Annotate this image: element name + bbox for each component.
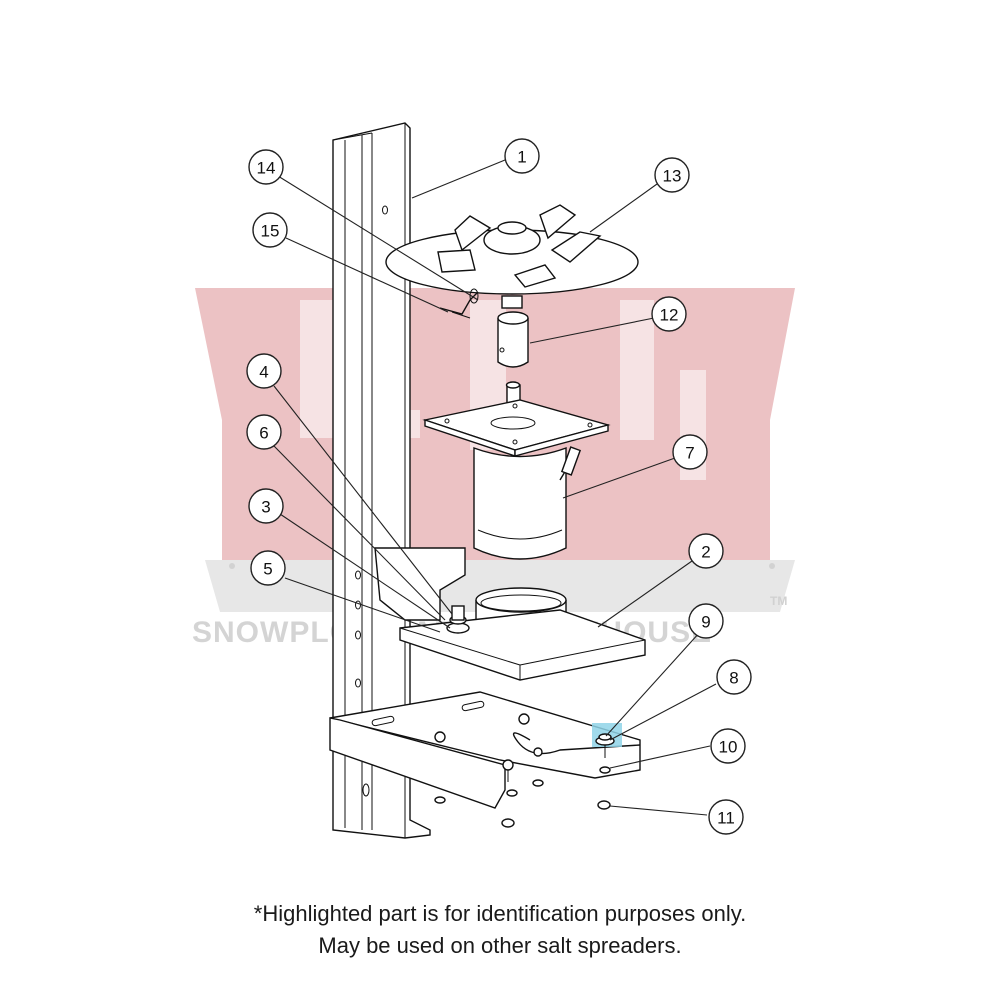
callout-9: 9	[688, 603, 724, 639]
callout-15: 15	[252, 212, 288, 248]
callout-1: 1	[504, 138, 540, 174]
callout-6: 6	[246, 414, 282, 450]
callout-14-label: 14	[257, 159, 276, 178]
loose-nuts	[434, 779, 611, 828]
leader-lines	[273, 159, 717, 816]
caption-line-1: *Highlighted part is for identification …	[253, 901, 747, 926]
callout-10: 10	[710, 728, 746, 764]
callout-4: 4	[246, 353, 282, 389]
callout-8-label: 8	[729, 669, 738, 688]
callout-5-label: 5	[263, 560, 272, 579]
callout-13-label: 13	[663, 167, 682, 186]
highlighted-part	[592, 723, 622, 774]
callout-8: 8	[716, 659, 752, 695]
spinner-disc	[385, 204, 639, 295]
clip-pin	[439, 288, 479, 319]
motor-plate	[422, 399, 611, 457]
callout-12-label: 12	[660, 306, 679, 325]
lower-plate	[329, 691, 641, 809]
callout-3-label: 3	[261, 498, 270, 517]
callout-5: 5	[250, 550, 286, 586]
callout-2-label: 2	[701, 543, 710, 562]
callout-4-label: 4	[259, 363, 268, 382]
vertical-post	[332, 122, 431, 839]
bolt-set	[446, 605, 470, 634]
callout-12: 12	[651, 296, 687, 332]
callout-15-label: 15	[261, 222, 280, 241]
callout-1-label: 1	[517, 148, 526, 167]
callout-7-label: 7	[685, 444, 694, 463]
callout-10-label: 10	[719, 738, 738, 757]
shaft-coupler	[497, 295, 529, 368]
callout-3: 3	[248, 488, 284, 524]
motor	[473, 446, 582, 560]
exploded-parts-diagram: SNOWPLOW PARTS WAREHOUSE TM	[192, 122, 795, 839]
watermark-tm: TM	[770, 594, 787, 608]
callout-13: 13	[654, 157, 690, 193]
callout-7: 7	[672, 434, 708, 470]
callout-11-label: 11	[717, 809, 735, 828]
callout-6-label: 6	[259, 424, 268, 443]
callout-11: 11	[708, 799, 744, 835]
callout-9-label: 9	[701, 613, 710, 632]
caption-line-2: May be used on other salt spreaders.	[318, 933, 682, 958]
callout-14: 14	[248, 149, 284, 185]
caption: *Highlighted part is for identification …	[0, 898, 1000, 962]
callout-2: 2	[688, 533, 724, 569]
